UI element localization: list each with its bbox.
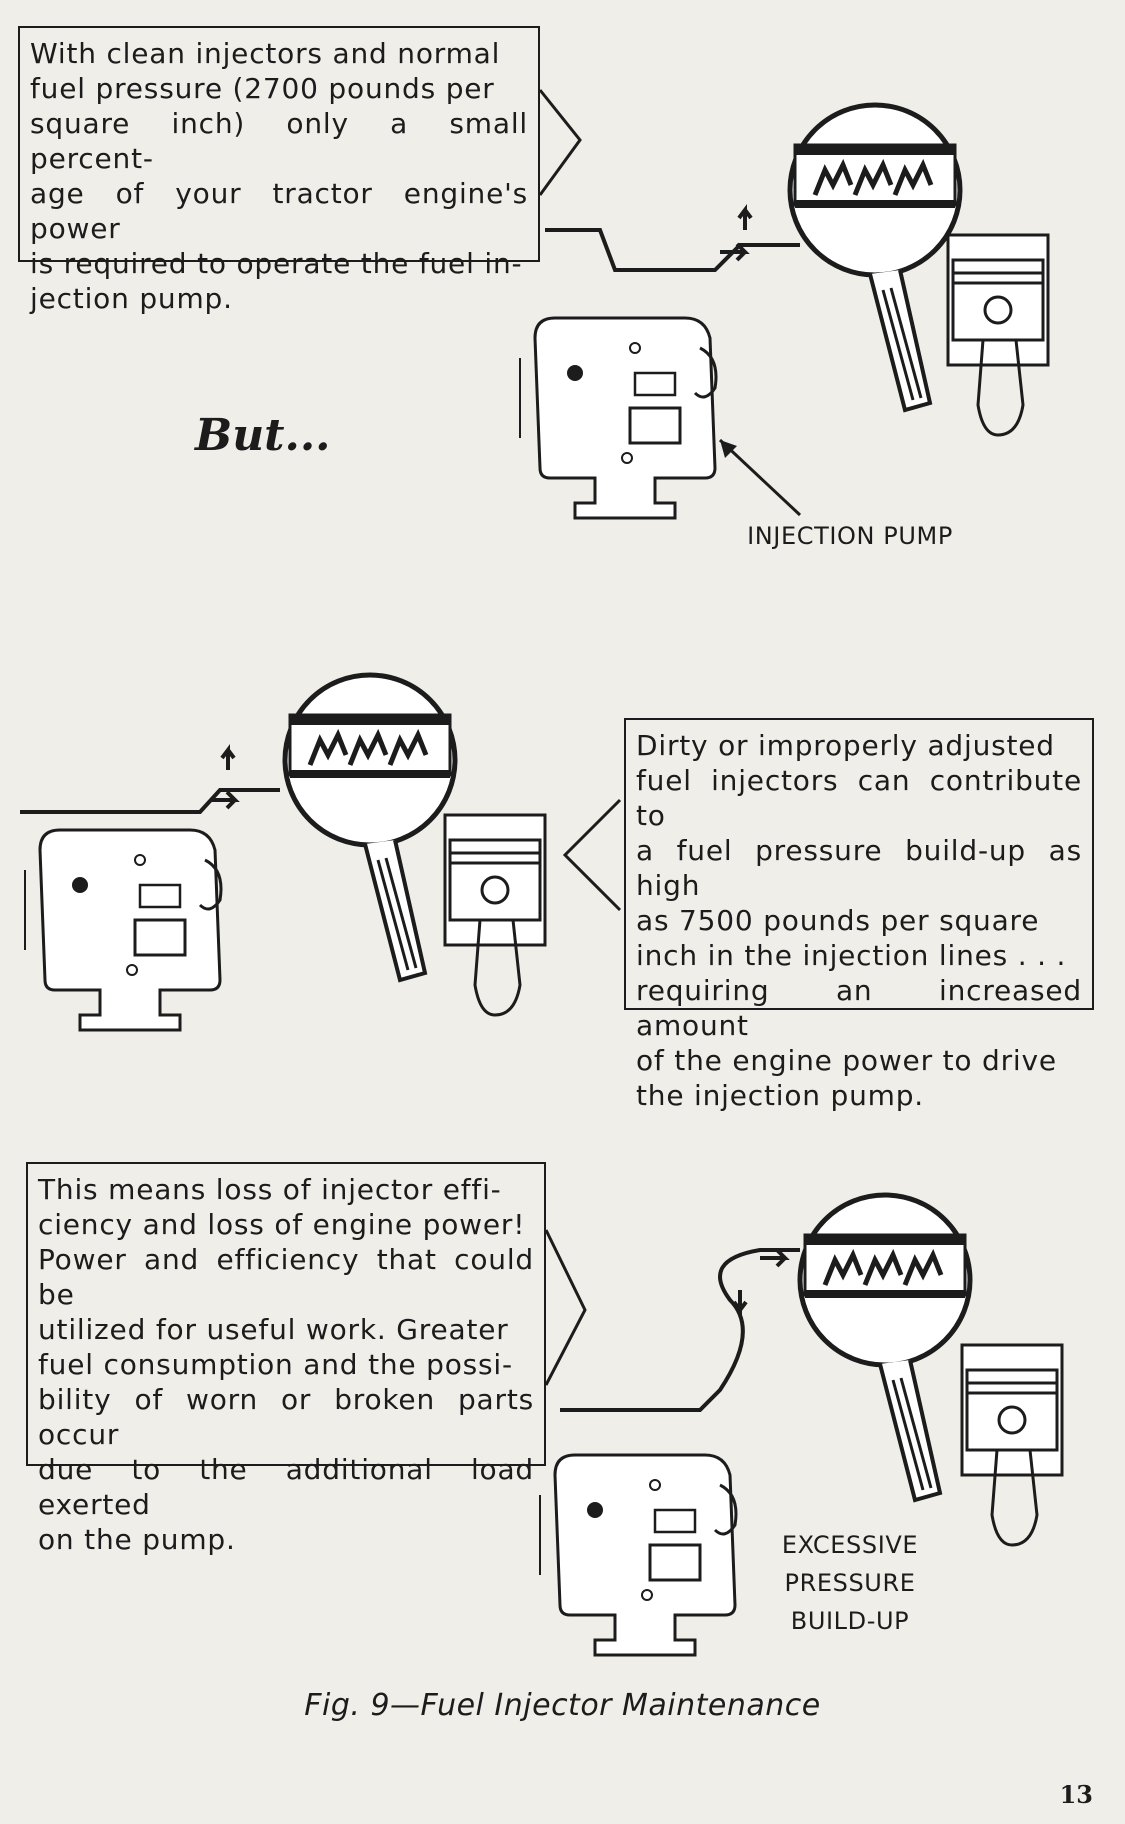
callout-top: With clean injectors and normal fuel pre… xyxy=(18,26,540,315)
callout-middle-line: inch in the injection lines . . . xyxy=(636,939,1067,972)
callout-middle-line: requiring an increased amount xyxy=(636,974,1082,1042)
figure-caption: Fig. 9—Fuel Injector Maintenance xyxy=(304,1688,821,1723)
excessive-pressure-label: EXCESSIVE PRESSURE BUILD-UP xyxy=(760,1526,940,1640)
callout-top-line: fuel pressure (2700 pounds per xyxy=(30,72,495,105)
callout-middle-line: fuel injectors can contribute to xyxy=(636,764,1082,832)
page-number: 13 xyxy=(1059,1780,1093,1809)
excessive-pressure-line: EXCESSIVE xyxy=(781,1531,919,1559)
callout-middle-line: a fuel pressure build-up as high xyxy=(636,834,1082,902)
panel2-drawing xyxy=(20,675,622,1032)
callout-middle-line: of the engine power to drive xyxy=(636,1044,1057,1077)
callout-bottom: This means loss of injector effi- ciency… xyxy=(26,1162,546,1556)
callout-top-line: square inch) only a small percent- xyxy=(30,107,528,175)
panel3-drawing xyxy=(538,1195,1064,1657)
callout-bottom-line: This means loss of injector effi- xyxy=(38,1173,502,1206)
but-label: But... xyxy=(195,410,331,461)
callout-bottom-line: due to the additional load exerted xyxy=(38,1453,534,1521)
panel1-drawing xyxy=(518,89,1050,520)
callout-middle-line: as 7500 pounds per square xyxy=(636,904,1040,937)
callout-bottom-line: Power and efficiency that could be xyxy=(38,1243,534,1311)
callout-bottom-line: bility of worn or broken parts occur xyxy=(38,1383,534,1451)
callout-top-line: age of your tractor engine's power xyxy=(30,177,528,245)
callout-middle-line: the injection pump. xyxy=(636,1079,924,1112)
callout-middle-line: Dirty or improperly adjusted xyxy=(636,729,1055,762)
callout-top-line: With clean injectors and normal xyxy=(30,37,501,70)
callout-bottom-line: utilized for useful work. Greater xyxy=(38,1313,509,1346)
excessive-pressure-line: PRESSURE xyxy=(784,1569,916,1597)
callout-middle: Dirty or improperly adjusted fuel inject… xyxy=(624,718,1094,1112)
excessive-pressure-line: BUILD-UP xyxy=(790,1607,910,1635)
callout-bottom-line: ciency and loss of engine power! xyxy=(38,1208,526,1241)
callout-top-line: jection pump. xyxy=(30,282,233,315)
callout-top-line: is required to operate the fuel in- xyxy=(30,247,523,280)
callout-bottom-line: fuel consumption and the possi- xyxy=(38,1348,513,1381)
injection-pump-label: INJECTION PUMP xyxy=(747,522,953,550)
callout-bottom-line: on the pump. xyxy=(38,1523,236,1556)
